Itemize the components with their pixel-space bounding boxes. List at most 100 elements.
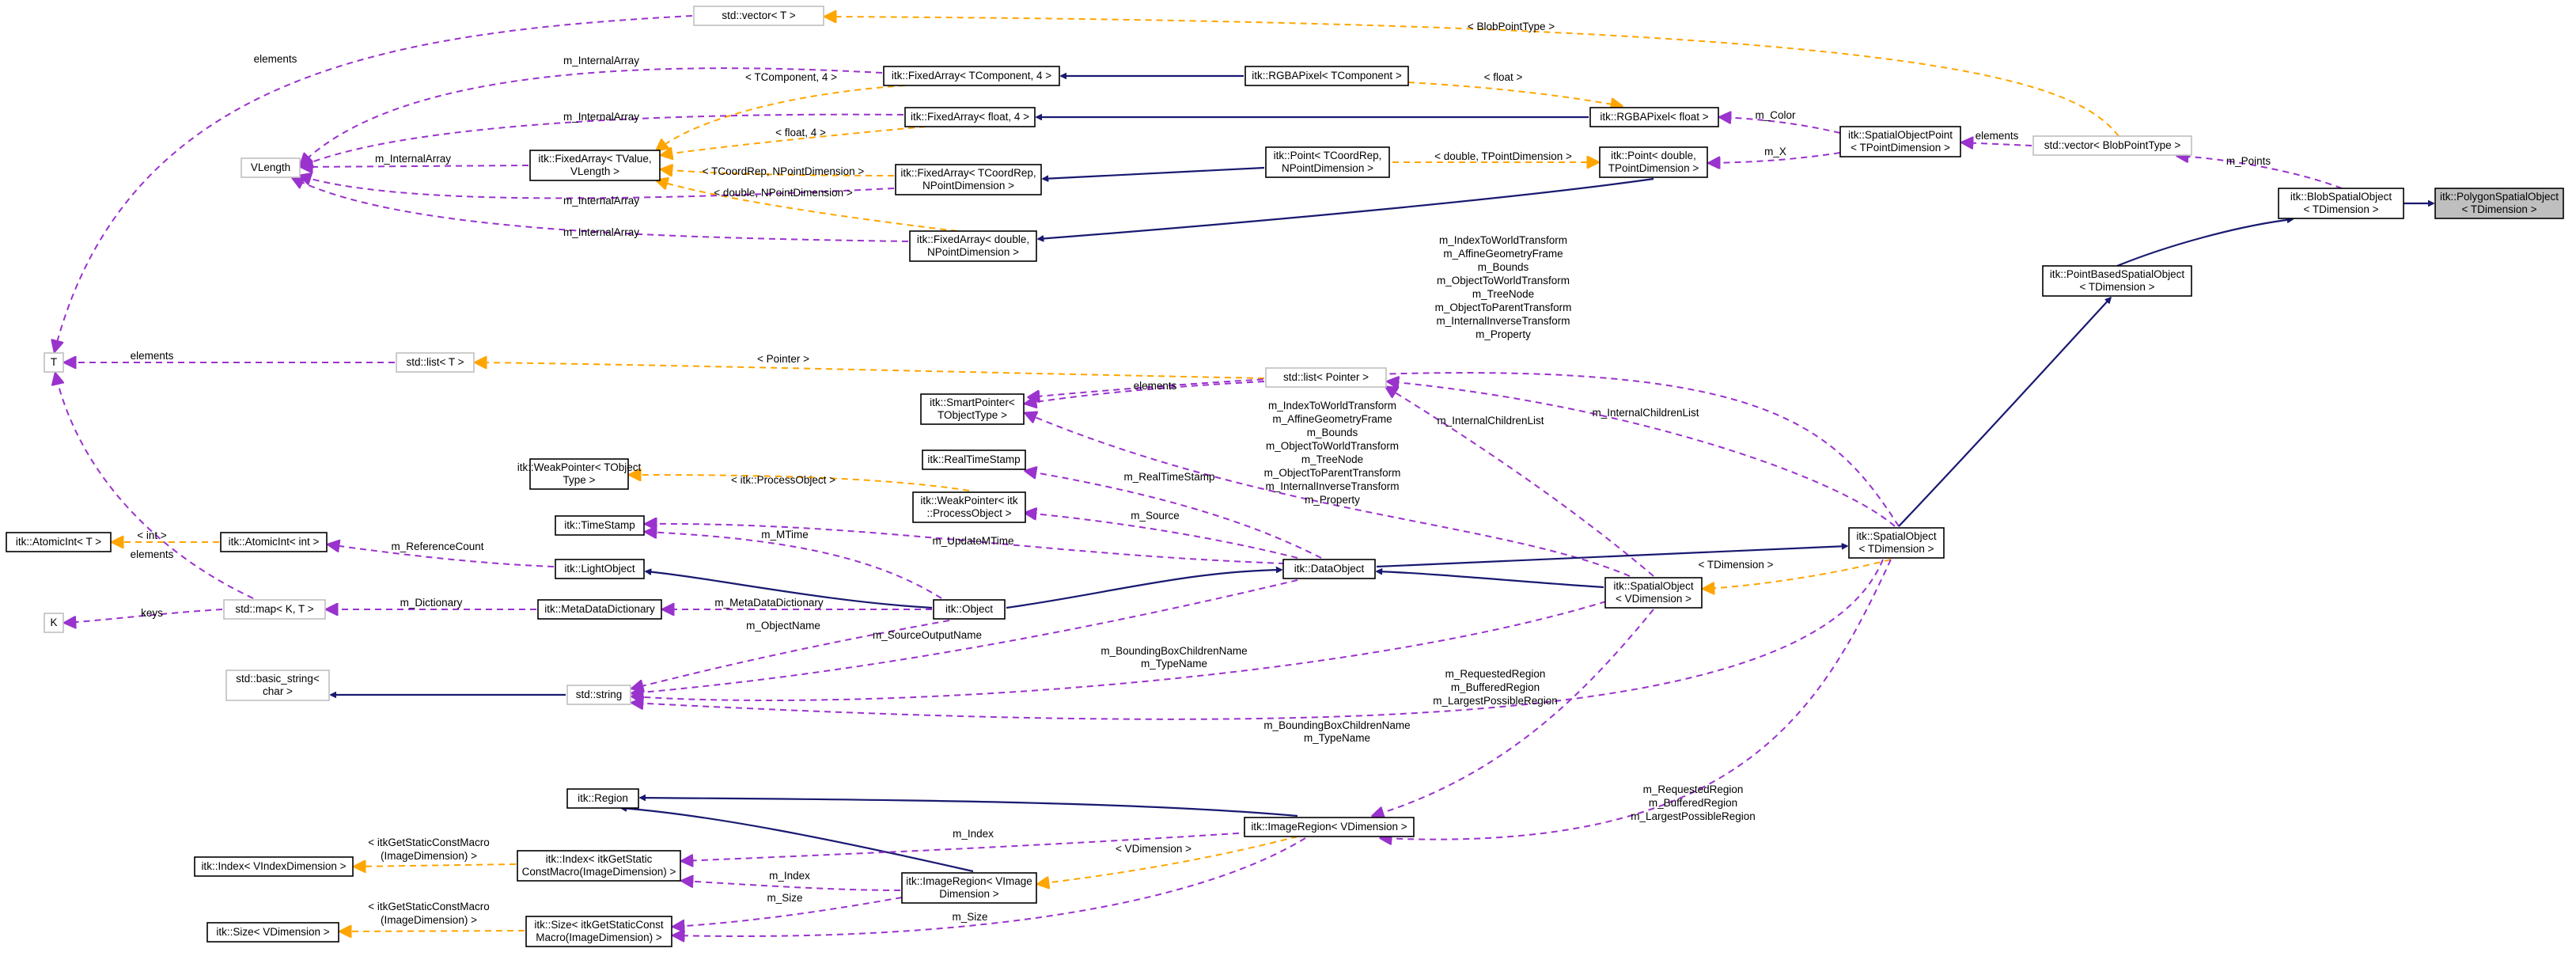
edge-label-elements: elements (131, 350, 174, 362)
class-node-timestamp[interactable]: itk::TimeStamp (555, 515, 645, 536)
edge-label-m-size: m_Size (767, 892, 802, 904)
edge-smartptr-spatialT-member-arrow (1029, 372, 1900, 527)
class-node-T: T (44, 352, 64, 373)
edge-label-elements: elements (1976, 130, 2019, 142)
class-node-metadict[interactable]: itk::MetaDataDictionary (537, 599, 662, 620)
edge-label-m-size: m_Size (952, 911, 987, 923)
edge-imgregionV-spatialT-member-arrow (1381, 559, 1892, 840)
edge-label-m-bounds: m_Bounds (1307, 427, 1358, 438)
edge-listptr-spatialT-member-arrow (1388, 381, 1896, 527)
edge-label-m-typename: m_TypeName (1141, 658, 1207, 670)
class-node-blob[interactable]: itk::BlobSpatialObject< TDimension > (2278, 188, 2404, 219)
class-node-label: itk::ImageRegion< VDimension > (1251, 821, 1407, 833)
edge-label-m-bufferedregion: m_BufferedRegion (1649, 797, 1737, 809)
class-node-indexV[interactable]: itk::Index< VIndexDimension > (194, 856, 354, 877)
edge-weakptrT-weakptrPO-template-arrow (630, 475, 970, 491)
edge-label-m-objecttoparenttransform: m_ObjectToParentTransform (1264, 467, 1401, 479)
edge-sizeItk-imgregionVI-member-arrow (673, 897, 903, 927)
class-node-dataobject[interactable]: itk::DataObject (1282, 559, 1376, 579)
edge-label-m-treenode: m_TreeNode (1472, 288, 1534, 300)
class-node-sizeV[interactable]: itk::Size< VDimension > (206, 922, 339, 943)
edge-label-m-largestpossibleregion: m_LargestPossibleRegion (1433, 695, 1558, 707)
class-node-sizeItk[interactable]: itk::Size< itkGetStaticConstMacro(ImageD… (525, 916, 672, 947)
edge-label-m-internalarray: m_InternalArray (375, 153, 451, 165)
class-node-label: itk::TimeStamp (564, 519, 635, 531)
class-node-box (920, 393, 1025, 425)
class-node-pointdtp[interactable]: itk::Point< double,TPointDimension > (1599, 146, 1708, 178)
class-node-label: itk::SmartPointer< (930, 396, 1015, 408)
class-node-atomicint[interactable]: itk::AtomicInt< int > (220, 532, 328, 552)
class-node-box (537, 599, 662, 620)
class-node-label: std::basic_string< (236, 673, 320, 685)
class-node-K: K (44, 613, 64, 633)
class-node-pointbased[interactable]: itk::PointBasedSpatialObject< TDimension… (2042, 265, 2192, 297)
class-node-box (1265, 146, 1390, 178)
class-node-box (555, 515, 645, 536)
class-node-rgbapixelT[interactable]: itk::RGBAPixel< TComponent > (1244, 66, 1409, 86)
edge-label-tcomponent-4: < TComponent, 4 > (745, 71, 837, 83)
class-node-weakptrPO[interactable]: itk::WeakPointer< itk::ProcessObject > (912, 491, 1026, 523)
class-node-box (895, 164, 1042, 195)
class-node-box (44, 352, 64, 373)
class-node-lightobject[interactable]: itk::LightObject (555, 559, 645, 579)
class-node-label: Type > (563, 474, 596, 486)
class-node-box (529, 458, 629, 490)
edge-label-m-updatemtime: m_UpdateMTime (932, 535, 1013, 547)
class-node-basicstring: std::basic_string<char > (225, 670, 330, 701)
class-node-rgbapixelf[interactable]: itk::RGBAPixel< float > (1589, 107, 1719, 127)
class-node-box (194, 856, 354, 877)
class-node-weakptrT[interactable]: itk::WeakPointer< TObjectType > (517, 458, 642, 490)
class-node-label: < VDimension > (1616, 593, 1691, 605)
edge-spatialT-spatialV-template-arrow (1703, 559, 1892, 589)
class-node-label: < TPointDimension > (1851, 142, 1950, 154)
class-node-fatvalue[interactable]: itk::FixedArray< TValue,VLength > (529, 150, 661, 181)
class-node-label: TPointDimension > (1608, 162, 1699, 174)
class-node-label: itk::SpatialObject (1613, 580, 1694, 592)
edge-listT-listptr-template-arrow (475, 362, 1265, 379)
edge-label-m-sourceoutputname: m_SourceOutputName (873, 629, 982, 641)
class-node-sopoint[interactable]: itk::SpatialObjectPoint< TPointDimension… (1839, 126, 1961, 157)
class-node-label: itk::Size< VDimension > (216, 926, 329, 938)
class-node-spatialV[interactable]: itk::SpatialObject< VDimension > (1604, 577, 1703, 609)
class-node-label: itk::RealTimeStamp (927, 453, 1020, 465)
class-node-faf4[interactable]: itk::FixedArray< float, 4 > (904, 107, 1036, 127)
class-node-fatc4[interactable]: itk::FixedArray< TComponent, 4 > (883, 66, 1060, 86)
class-node-pointtc[interactable]: itk::Point< TCoordRep,NPointDimension > (1265, 146, 1390, 178)
class-node-label: ConstMacro(ImageDimension) > (522, 866, 676, 878)
edge-stdstring-spatialT-member-arrow (632, 559, 1884, 720)
class-node-realtimestamp[interactable]: itk::RealTimeStamp (922, 450, 1026, 470)
class-node-label: itk::WeakPointer< itk (920, 495, 1017, 506)
class-node-label: TObjectType > (938, 409, 1007, 421)
edge-label-double-npointdimension: < double, NPointDimension > (714, 187, 853, 199)
class-node-object[interactable]: itk::Object (933, 599, 1006, 620)
class-node-listptr: std::list< Pointer > (1265, 367, 1387, 388)
class-node-label: Dimension > (939, 888, 999, 900)
class-node-fadouble[interactable]: itk::FixedArray< double,NPointDimension … (909, 230, 1037, 262)
class-node-region[interactable]: itk::Region (566, 788, 639, 809)
class-node-indexItk[interactable]: itk::Index< itkGetStaticConstMacro(Image… (517, 850, 681, 882)
edge-label-vdimension: < VDimension > (1116, 843, 1191, 855)
class-node-box (1599, 146, 1708, 178)
class-node-box (2032, 135, 2192, 156)
edge-label-m-property: m_Property (1476, 328, 1531, 340)
class-node-label: itk::Size< itkGetStaticConst (534, 919, 663, 931)
class-node-box (241, 157, 301, 178)
class-node-fatcrep[interactable]: itk::FixedArray< TCoordRep,NPointDimensi… (895, 164, 1042, 195)
class-node-label: itk::SpatialObject (1856, 530, 1937, 542)
edge-object-dataobject-inherit-arrow (1006, 570, 1282, 609)
class-node-spatialT[interactable]: itk::SpatialObject< TDimension > (1848, 527, 1945, 559)
edge-rgbapixelT-rgbapixelf-template-arrow (1407, 82, 1622, 106)
edge-smartptr-listptr-member-arrow (1025, 381, 1265, 404)
edge-label-m-boundingboxchildrenname: m_BoundingBoxChildrenName (1100, 645, 1247, 657)
class-node-smartptr[interactable]: itk::SmartPointer<TObjectType > (920, 393, 1025, 425)
edge-label-m-bounds: m_Bounds (1478, 261, 1529, 273)
class-node-polygon[interactable]: itk::PolygonSpatialObject< TDimension > (2434, 188, 2564, 219)
class-node-label: < TDimension > (1858, 543, 1934, 555)
edge-label-m-points: m_Points (2226, 155, 2271, 167)
class-node-box (220, 532, 328, 552)
class-node-imgregionV[interactable]: itk::ImageRegion< VDimension > (1244, 817, 1415, 837)
edge-label-m-objectname: m_ObjectName (746, 620, 820, 632)
edge-vlength-fadouble-member-arrow (293, 178, 909, 242)
class-node-atomicT[interactable]: itk::AtomicInt< T > (6, 532, 112, 552)
